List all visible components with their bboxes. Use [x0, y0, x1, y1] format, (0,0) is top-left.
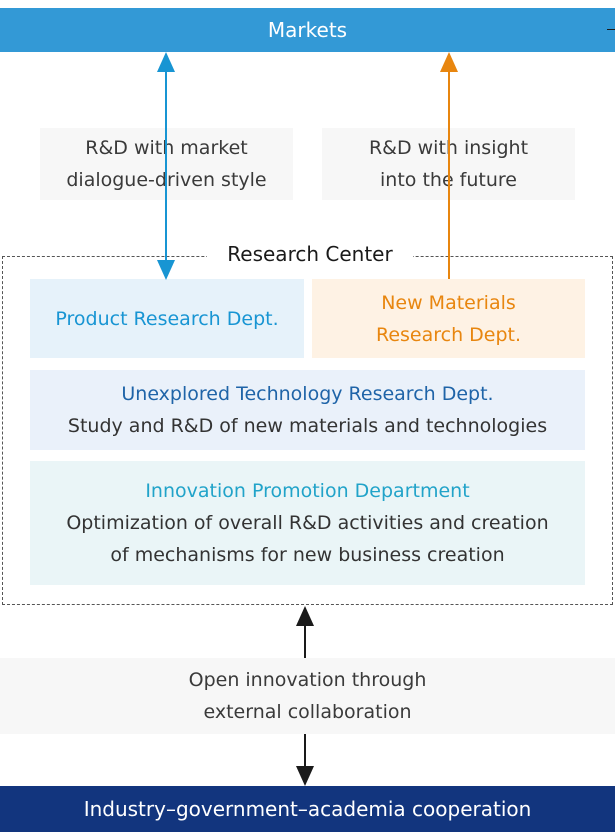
unexplored-description: Study and R&D of new materials and techn… — [67, 415, 548, 437]
new-materials-line1: New Materials — [381, 291, 516, 314]
market-dialogue-line1: R&D with market — [85, 137, 248, 159]
open-innovation-up-arrow — [296, 606, 314, 660]
research-center-label: Research Center — [227, 242, 393, 266]
market-dialogue-line2: dialogue-driven style — [66, 169, 267, 191]
open-innovation-label: Open innovation through external collabo… — [0, 658, 615, 734]
market-dialogue-label: R&D with market dialogue-driven style — [40, 128, 293, 200]
markets-label: Markets — [267, 18, 348, 42]
new-materials-research-dept: New Materials Research Dept. — [312, 279, 585, 358]
research-center-title: Research Center — [207, 239, 413, 269]
unexplored-title: Unexplored Technology Research Dept. — [121, 383, 494, 405]
unexplored-technology-dept: Unexplored Technology Research Dept. Stu… — [30, 370, 585, 450]
new-materials-line2: Research Dept. — [375, 323, 522, 346]
innovation-description-line1: Optimization of overall R&D activities a… — [66, 512, 549, 534]
innovation-promotion-dept: Innovation Promotion Department Optimiza… — [30, 461, 585, 585]
innovation-title: Innovation Promotion Department — [145, 480, 470, 502]
markets-edge-tick — [607, 29, 615, 30]
open-innovation-line1: Open innovation through — [188, 669, 427, 691]
markets-bar: Markets — [0, 8, 615, 52]
product-research-dept: Product Research Dept. — [30, 279, 304, 358]
industry-cooperation-label: Industry–government–academia cooperation — [83, 797, 532, 821]
innovation-description-line2: of mechanisms for new business creation — [110, 544, 505, 566]
open-innovation-down-arrow — [296, 732, 314, 786]
future-insight-label: R&D with insight into the future — [322, 128, 575, 200]
open-innovation-line2: external collaboration — [203, 701, 412, 723]
product-research-label: Product Research Dept. — [55, 307, 279, 330]
industry-cooperation-bar: Industry–government–academia cooperation — [0, 786, 615, 832]
future-insight-line1: R&D with insight — [368, 137, 529, 159]
future-insight-line2: into the future — [380, 169, 517, 191]
